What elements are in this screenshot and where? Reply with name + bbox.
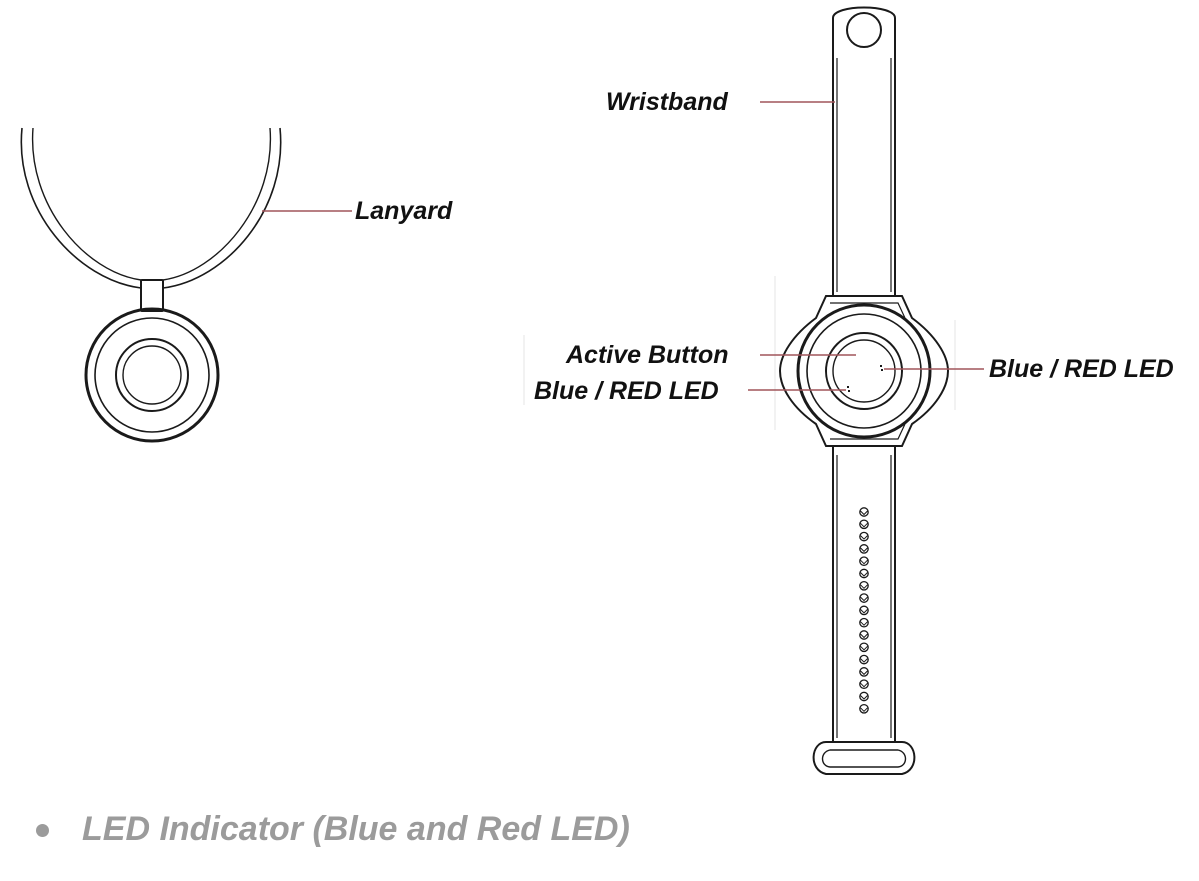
lanyard-cord-inner xyxy=(31,127,272,281)
strap-hole-mark xyxy=(860,633,868,639)
strap-hole-mark xyxy=(860,584,868,590)
pendant-outer-ring xyxy=(84,307,220,443)
buckle-loop-inner xyxy=(821,749,907,768)
pendant-inner-ring xyxy=(94,317,210,433)
case-lug-bottom xyxy=(830,423,906,440)
lanyard-cord xyxy=(20,127,282,289)
strap-hole-mark xyxy=(860,510,868,516)
watch-case xyxy=(778,295,950,447)
wristband-device xyxy=(523,6,956,775)
lanyard-label: Lanyard xyxy=(355,197,453,225)
strap-hole-mark xyxy=(860,572,868,577)
strap-hole-icon xyxy=(859,507,869,517)
upper-strap xyxy=(832,6,896,295)
strap-hole-icon xyxy=(859,679,869,690)
strap-hole-mark xyxy=(860,609,868,614)
active-button-outer xyxy=(825,332,903,410)
strap-hole-mark xyxy=(860,682,868,688)
strap-hole-icon xyxy=(859,531,869,542)
section-heading: LED Indicator (Blue and Red LED) xyxy=(82,810,630,848)
led-left-dots xyxy=(847,386,850,392)
strap-hole-icon xyxy=(859,605,869,616)
strap-hole-icon xyxy=(859,642,869,653)
wristband-label: Wristband xyxy=(606,88,728,116)
strap-hole-icon xyxy=(859,703,869,714)
strap-hole-icon xyxy=(859,593,869,603)
watch-bezel-outer xyxy=(796,303,932,439)
led-right-dots xyxy=(880,365,883,371)
lower-strap xyxy=(832,447,896,743)
strap-hole-icon xyxy=(859,630,869,640)
strap-hole-icon xyxy=(859,544,869,554)
strap-hole-mark xyxy=(860,547,868,553)
active-button-inner xyxy=(832,339,896,403)
pendant-bail xyxy=(140,279,164,312)
strap-hole-icon xyxy=(859,556,869,567)
strap-hole-mark xyxy=(860,535,868,540)
strap-hole-icon xyxy=(859,519,869,530)
led-left-label: Blue / RED LED xyxy=(534,377,719,405)
active-button-label: Active Button xyxy=(565,341,729,369)
strap-hole-mark xyxy=(860,596,868,602)
strap-hole-icon xyxy=(859,568,869,579)
buckle-loop xyxy=(812,741,916,775)
strap-hole-mark xyxy=(860,645,868,651)
strap-hole-icon xyxy=(859,654,869,665)
strap-hole-mark xyxy=(860,621,868,626)
strap-hole-mark xyxy=(860,559,868,565)
case-lug-top xyxy=(830,302,906,319)
watch-bezel-inner xyxy=(806,313,922,429)
strap-hole-mark xyxy=(860,707,868,713)
pendant-device xyxy=(20,127,282,443)
strap-hole-mark xyxy=(860,658,868,663)
strap-hole-icon xyxy=(859,617,869,628)
strap-hole-icon xyxy=(859,580,869,591)
bullet-icon xyxy=(36,824,49,837)
strap-hole-mark xyxy=(860,670,868,676)
strap-hole-mark xyxy=(860,522,868,528)
strap-hole-mark xyxy=(860,695,868,700)
strap-hole-icon xyxy=(859,667,869,677)
strap-adjustment-holes xyxy=(859,507,869,714)
led-right-label: Blue / RED LED xyxy=(989,355,1174,383)
pendant-button-inner xyxy=(122,345,182,405)
pendant-button-outer xyxy=(115,338,189,412)
strap-hole xyxy=(846,12,882,48)
strap-hole-icon xyxy=(859,691,869,702)
